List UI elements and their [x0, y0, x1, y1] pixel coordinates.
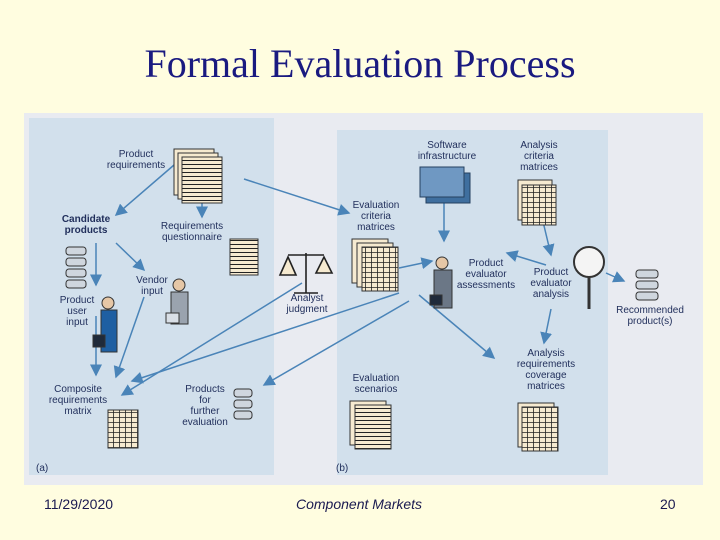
product-user-person-icon [92, 296, 118, 353]
diagram-graphics [65, 148, 659, 452]
software-infrastructure-label: Software infrastructure [417, 140, 477, 162]
evaluation-process-figure: Product requirements Candidate products … [24, 113, 703, 485]
arrow [540, 308, 552, 345]
panel-a [29, 118, 274, 475]
analyst-judgment-label: Analyst judgment [286, 293, 328, 315]
product-requirements-label: Product requirements [106, 149, 166, 171]
magnifier-icon [573, 246, 605, 309]
footer-center: Component Markets [296, 496, 423, 512]
coverage-matrices-label: Analysis requirements coverage matrices [516, 348, 576, 392]
slide-title: Formal Evaluation Process [144, 41, 576, 86]
footer-date: 11/29/2020 [44, 496, 114, 512]
evaluation-scenarios-label: Evaluation scenarios [352, 373, 400, 395]
analysis-criteria-matrices-label: Analysis criteria matrices [520, 140, 558, 173]
recommended-product-rolls-icon [635, 269, 659, 301]
panel-a-tag: (a) [36, 463, 49, 474]
requirements-questionnaire-label: Requirements questionnaire [160, 221, 224, 243]
evaluation-criteria-matrices-icon [351, 238, 399, 292]
composite-requirements-matrix-label: Composite requirements matrix [48, 384, 108, 417]
arrow [505, 250, 547, 266]
arrow [398, 257, 434, 270]
flow-arrows [90, 164, 626, 396]
arrow [243, 178, 351, 216]
evaluator-person-icon [429, 256, 453, 309]
products-further-evaluation-label: Products for further evaluation [182, 384, 228, 428]
arrow [130, 292, 400, 384]
product-user-input-label: Product user input [59, 295, 95, 328]
software-infrastructure-icon [419, 166, 471, 204]
arrow [120, 282, 303, 396]
page-number: 20 [660, 496, 676, 512]
candidate-products-label: Candidate products [61, 214, 111, 236]
analysis-criteria-matrices-icon [517, 179, 557, 226]
vendor-person-icon [165, 278, 189, 325]
coverage-matrices-icon [517, 402, 559, 452]
arrow [115, 242, 146, 272]
panel-b-tag: (b) [336, 463, 349, 474]
product-requirements-document-icon [173, 148, 223, 204]
analyst-scales-icon [278, 253, 334, 294]
questionnaire-document-icon [229, 238, 259, 276]
arrow [113, 296, 145, 379]
composite-matrix-icon [107, 409, 139, 449]
product-evaluator-analysis-label: Product evaluator analysis [530, 267, 572, 300]
further-evaluation-rolls-icon [233, 388, 253, 420]
candidate-products-rolls-icon [65, 246, 87, 289]
vendor-input-label: Vendor input [136, 275, 168, 297]
evaluation-criteria-matrices-label: Evaluation criteria matrices [352, 200, 400, 233]
arrow [605, 271, 626, 283]
recommended-products-label: Recommended product(s) [616, 305, 684, 327]
product-evaluator-assessments-label: Product evaluator assessments [456, 258, 516, 291]
arrow [262, 300, 410, 386]
evaluation-scenarios-icon [349, 400, 392, 450]
arrow [114, 164, 175, 216]
